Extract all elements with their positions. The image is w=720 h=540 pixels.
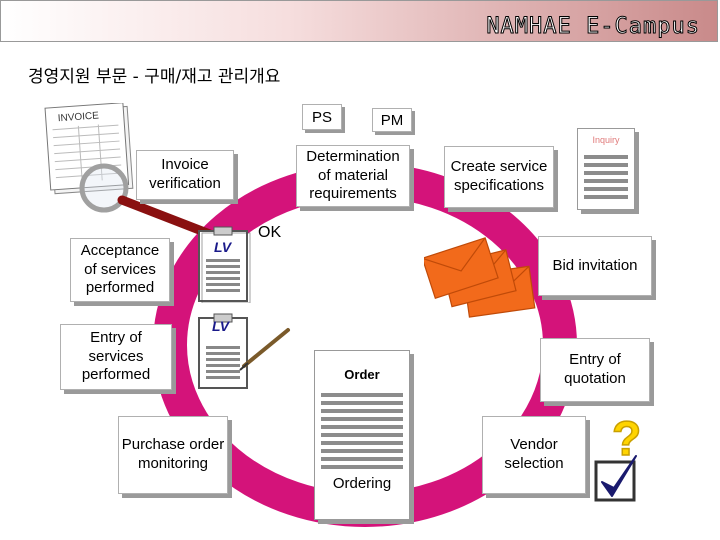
role-tag-pm: PM: [372, 108, 412, 132]
ok-label: OK: [258, 224, 282, 241]
clipboard-icon: LV: [196, 225, 252, 303]
role-tag-ps: PS: [302, 104, 342, 130]
step-entry-of-quotation: Entry of quotation: [540, 338, 650, 402]
lv-label-1: LV: [214, 239, 232, 255]
invoice-doc-label: INVOICE: [57, 110, 99, 124]
header-bar: [0, 0, 718, 42]
order-document: Order Ordering: [314, 350, 410, 520]
brand-logo: NAMHAE E-Campus: [486, 14, 700, 40]
page-title: 경영지원 부문 - 구매/재고 관리개요: [28, 67, 281, 87]
step-bid-invitation: Bid invitation: [538, 236, 652, 296]
step-acceptance-of-services: Acceptance of services performed: [70, 238, 170, 302]
step-vendor-selection: Vendor selection: [482, 416, 586, 494]
step-entry-of-services: Entry of services performed: [60, 324, 172, 390]
step-purchase-order-monitoring: Purchase order monitoring: [118, 416, 228, 494]
clipboard-icon: LV: [196, 312, 252, 390]
inquiry-document: Inquiry: [577, 128, 635, 210]
pen-icon: [239, 328, 290, 371]
checkbox-icon: [594, 455, 637, 502]
question-mark: ?: [611, 412, 642, 467]
step-invoice-verification: Invoice verification: [136, 150, 234, 200]
lv-label-2: LV: [212, 318, 230, 334]
order-doc-label: Order: [344, 367, 380, 382]
inquiry-doc-label: Inquiry: [592, 135, 620, 145]
step-create-service-specifications: Create service specifications: [444, 146, 554, 208]
envelope-icon: [424, 237, 536, 318]
step-determination: Determination of material requirements: [296, 145, 410, 207]
step-ordering: Ordering: [332, 475, 392, 492]
